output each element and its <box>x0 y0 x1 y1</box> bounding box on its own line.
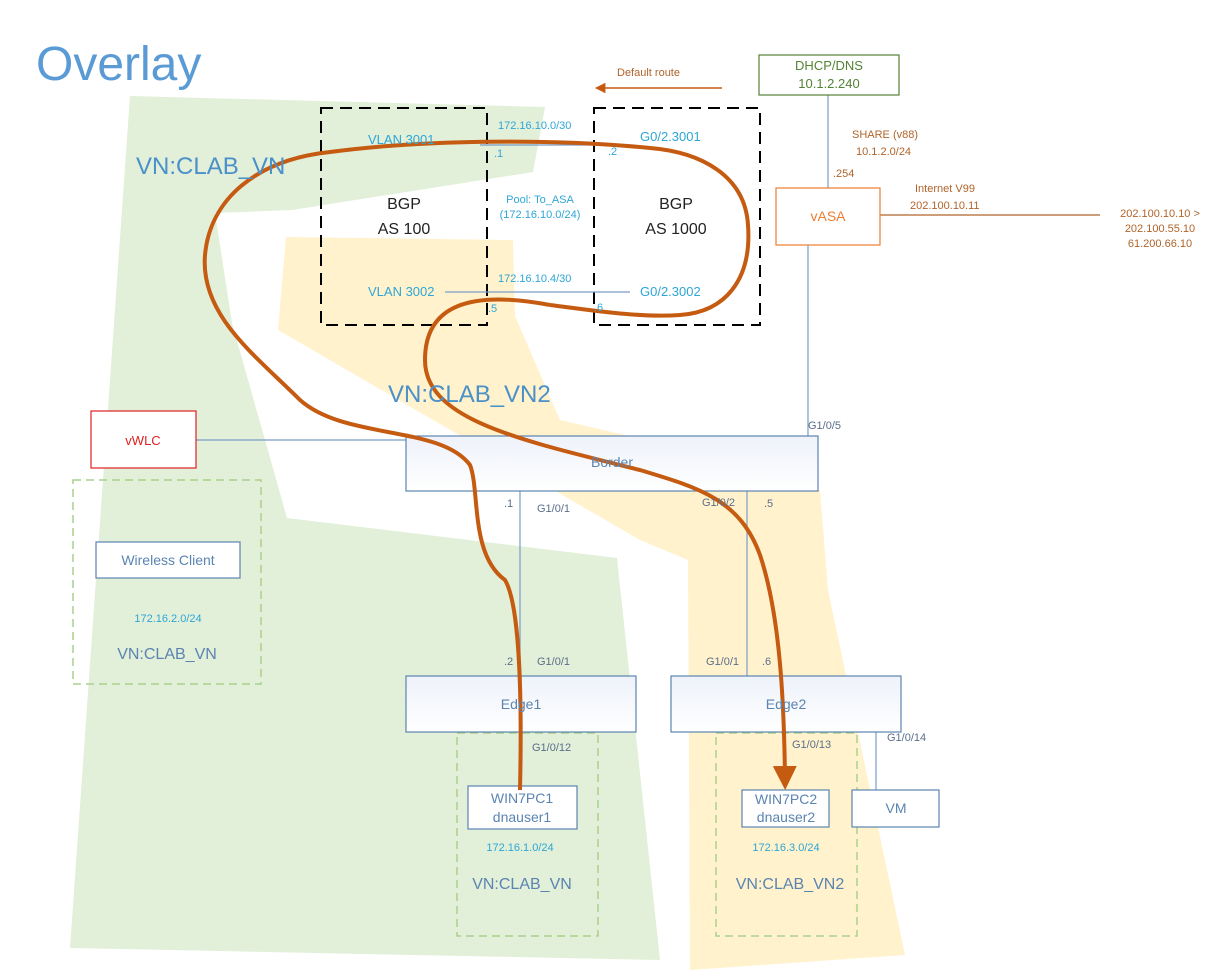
wireless-vn-label: VN:CLAB_VN <box>117 646 217 663</box>
pc1-name: WIN7PC1 <box>491 790 553 806</box>
wireless-client-box[interactable] <box>95 541 241 579</box>
pc2-subnet-label: 172.16.3.0/24 <box>752 842 819 854</box>
vn-clab-vn2-region <box>278 237 905 970</box>
edge2-vm-port: G1/0/14 <box>887 732 926 744</box>
vasa-box[interactable] <box>775 187 881 246</box>
edge2-box[interactable] <box>670 675 902 733</box>
edge1-label: Edge1 <box>501 696 542 712</box>
vasa-inside-ip: .254 <box>833 168 854 180</box>
share-vlan-label: SHARE (v88) <box>852 129 918 141</box>
edge2-label: Edge2 <box>766 696 807 712</box>
bgp-as1000-box <box>593 107 761 326</box>
bgp-left-line2: AS 100 <box>378 221 431 238</box>
pc2-name: WIN7PC2 <box>755 791 817 807</box>
pool-label-line1: Pool: To_ASA <box>506 194 574 206</box>
vlan-3002-label: VLAN 3002 <box>368 284 435 299</box>
border-label: Border <box>591 454 633 470</box>
vm-box[interactable] <box>851 789 940 828</box>
bgp-right-line2: AS 1000 <box>645 221 706 238</box>
internet-dest-1: 202.100.10.10 > <box>1120 208 1200 220</box>
wireless-subnet-label: 172.16.2.0/24 <box>134 613 201 625</box>
vwlc-box[interactable] <box>90 410 197 469</box>
top-link-right-ip: .2 <box>608 146 617 158</box>
vn-label-green-top: VN:CLAB_VN <box>136 153 285 180</box>
win7pc1-box[interactable] <box>467 785 578 830</box>
bgp-as100-box <box>320 107 488 326</box>
pc1-user: dnauser1 <box>493 809 552 825</box>
vm-label: VM <box>886 800 907 816</box>
pc1-subnet-box <box>456 732 599 937</box>
top-link-subnet: 172.16.10.0/30 <box>498 120 571 132</box>
edge2-down-port: G1/0/13 <box>792 739 831 751</box>
pc1-subnet-label: 172.16.1.0/24 <box>486 842 553 854</box>
edge2-ip: .6 <box>762 656 771 668</box>
dhcp-dns-line2: 10.1.2.240 <box>798 76 859 91</box>
pc1-vn-label: VN:CLAB_VN <box>472 876 572 893</box>
win7pc2-box[interactable] <box>741 789 830 828</box>
dhcp-dns-box[interactable] <box>758 54 900 96</box>
top-link-left-ip: .1 <box>494 148 503 160</box>
internet-dest-2: 202.100.55.10 <box>1125 223 1195 235</box>
border-left-ip: .1 <box>504 498 513 510</box>
diagram-title: Overlay <box>36 38 201 91</box>
internet-ip-label: 202.100.10.11 <box>910 200 980 212</box>
pc2-user: dnauser2 <box>757 809 816 825</box>
bottom-link-subnet: 172.16.10.4/30 <box>498 273 571 285</box>
border-left-port: G1/0/1 <box>537 503 570 515</box>
traffic-path-pc1 <box>202 139 751 791</box>
g0-2-3001-label: G0/2.3001 <box>640 129 701 144</box>
pool-label-line2: (172.16.10.0/24) <box>500 209 581 221</box>
vasa-label: vASA <box>810 208 846 224</box>
wireless-subnet-box <box>72 479 262 685</box>
dhcp-dns-line1: DHCP/DNS <box>795 58 863 73</box>
traffic-path-pc2 <box>422 297 797 790</box>
bgp-right-line1: BGP <box>659 196 693 213</box>
share-subnet-label: 10.1.2.0/24 <box>856 146 911 158</box>
border-right-port: G1/0/2 <box>702 497 735 509</box>
border-right-ip: .5 <box>764 498 773 510</box>
pc2-vn-label: VN:CLAB_VN2 <box>736 876 845 893</box>
g0-2-3002-label: G0/2.3002 <box>640 284 701 299</box>
edge1-down-port: G1/0/12 <box>532 742 571 754</box>
edge1-ip: .2 <box>504 656 513 668</box>
border-g105-label: G1/0/5 <box>808 420 841 432</box>
default-route-label: Default route <box>617 67 680 79</box>
vwlc-label: vWLC <box>125 433 160 448</box>
pc2-subnet-box <box>715 732 858 937</box>
bottom-link-right-ip: .6 <box>594 302 603 314</box>
internet-vlan-label: Internet V99 <box>915 183 975 195</box>
bgp-left-line1: BGP <box>387 196 421 213</box>
internet-dest-3: 61.200.66.10 <box>1128 238 1192 250</box>
connection-lines <box>196 85 1100 790</box>
vn-clab-vn-region <box>70 96 660 960</box>
vn-label-yellow-mid: VN:CLAB_VN2 <box>388 381 551 408</box>
vlan-3001-label: VLAN 3001 <box>368 132 435 147</box>
bottom-link-left-ip: .5 <box>488 303 497 315</box>
edge1-up-port: G1/0/1 <box>537 656 570 668</box>
wireless-client-label: Wireless Client <box>121 552 214 568</box>
edge2-up-port: G1/0/1 <box>706 656 739 668</box>
